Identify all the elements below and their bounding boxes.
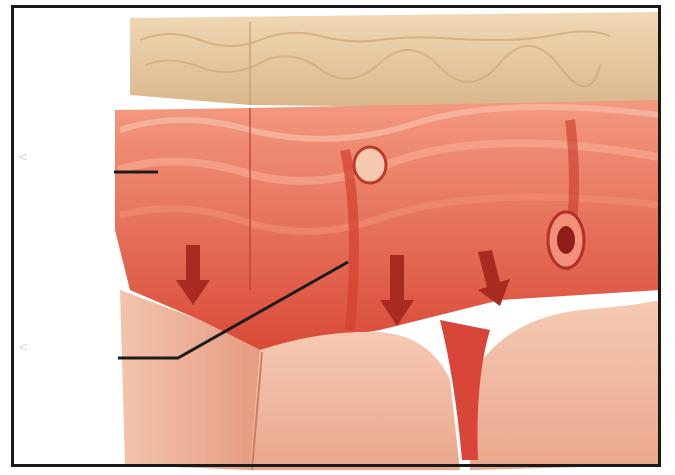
blood-clot <box>557 226 575 254</box>
callout-upper-marker: < <box>18 150 28 164</box>
vessel-cross-section <box>354 147 386 183</box>
skull-bone-layer <box>130 12 660 110</box>
callout-lower-marker: < <box>18 340 28 354</box>
